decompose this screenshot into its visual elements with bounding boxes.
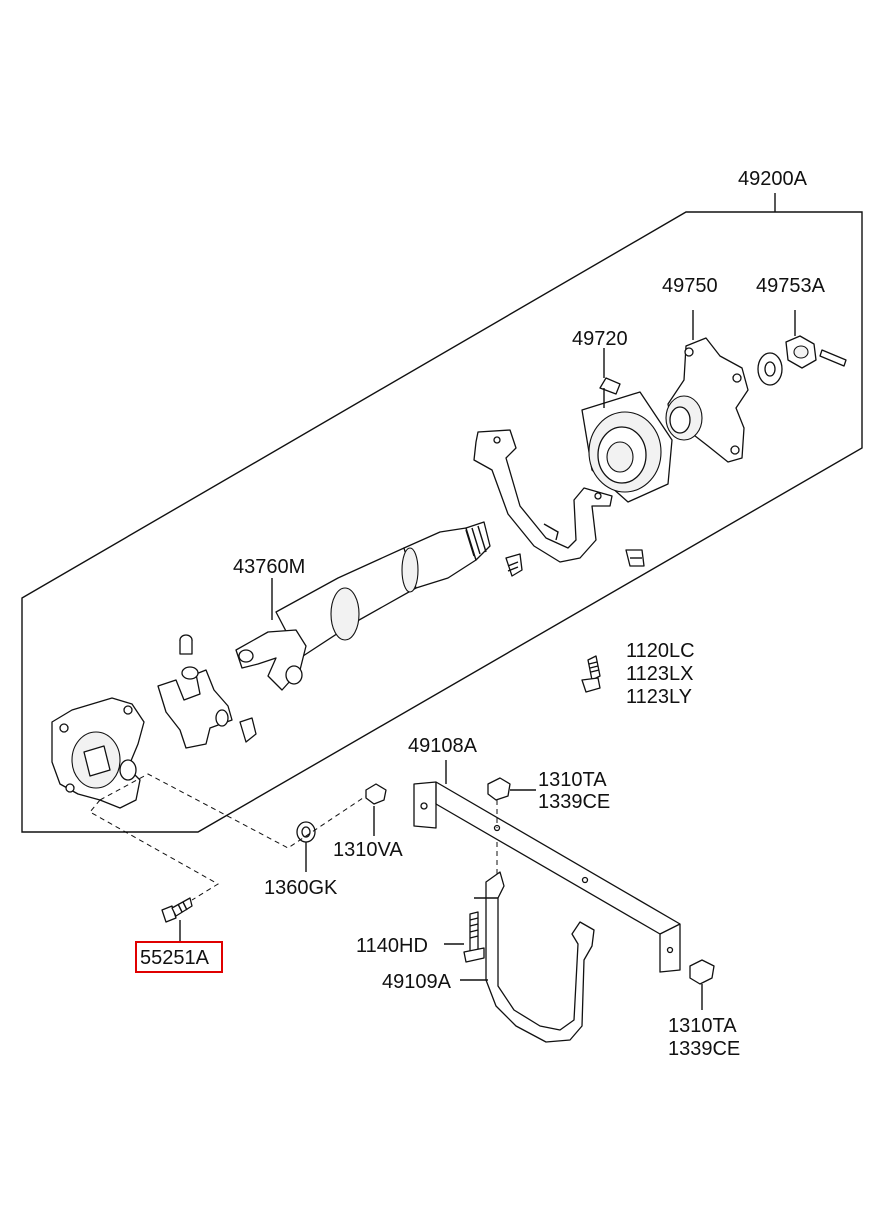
label-49750[interactable]: 49750 xyxy=(662,275,718,297)
label-49720[interactable]: 49720 xyxy=(572,328,628,350)
yoke-flange-part[interactable] xyxy=(51,697,145,809)
strap-part[interactable] xyxy=(474,842,595,1043)
label-49109a[interactable]: 49109A xyxy=(382,971,452,993)
highlight-box xyxy=(135,941,223,973)
strap-bolt-1140hd-part[interactable] xyxy=(444,911,485,963)
strap-bolt-left[interactable] xyxy=(505,553,523,577)
bolt-1120lc-part[interactable] xyxy=(581,655,601,693)
label-55251a[interactable]: 55251A xyxy=(140,947,210,969)
label-1339ce-bottom[interactable]: 1339CE xyxy=(668,1038,740,1060)
label-1310ta-top[interactable]: 1310TA xyxy=(538,769,607,791)
bolt-55251a-part[interactable] xyxy=(161,897,193,942)
universal-joint-part[interactable] xyxy=(157,634,257,749)
label-43760m[interactable]: 43760M xyxy=(233,556,305,578)
crossmember-part[interactable] xyxy=(413,760,681,973)
label-1339ce-top[interactable]: 1339CE xyxy=(538,791,610,813)
nut-1310va-part[interactable] xyxy=(365,783,387,836)
label-1123lx[interactable]: 1123LX xyxy=(626,663,693,685)
label-1360gk[interactable]: 1360GK xyxy=(264,877,338,899)
label-1310va[interactable]: 1310VA xyxy=(333,839,403,861)
washer-part[interactable] xyxy=(757,352,783,386)
bearing-strap-part[interactable] xyxy=(473,429,613,563)
label-49108a[interactable]: 49108A xyxy=(408,735,478,757)
label-1140hd[interactable]: 1140HD xyxy=(356,935,428,957)
label-1120lc[interactable]: 1120LC xyxy=(626,640,695,662)
crossmember-bottom-nut-part[interactable] xyxy=(689,959,715,1010)
strap-bolt-right[interactable] xyxy=(625,549,645,567)
label-49200a[interactable]: 49200A xyxy=(738,168,808,190)
assembly-dashed-lines xyxy=(89,773,367,901)
nut-part[interactable] xyxy=(785,310,847,369)
center-bearing-part[interactable] xyxy=(581,377,673,503)
label-49753a[interactable]: 49753A xyxy=(756,275,826,297)
label-1310ta-bottom[interactable]: 1310TA xyxy=(668,1015,737,1037)
propeller-shaft-part[interactable] xyxy=(235,521,491,691)
label-1123ly[interactable]: 1123LY xyxy=(626,686,692,708)
crossmember-top-nut-part[interactable] xyxy=(487,777,536,828)
washer-1360gk-part[interactable] xyxy=(296,821,316,872)
leader-lines xyxy=(271,348,605,588)
flange-part[interactable] xyxy=(665,310,749,463)
assembly-outline xyxy=(21,193,863,833)
